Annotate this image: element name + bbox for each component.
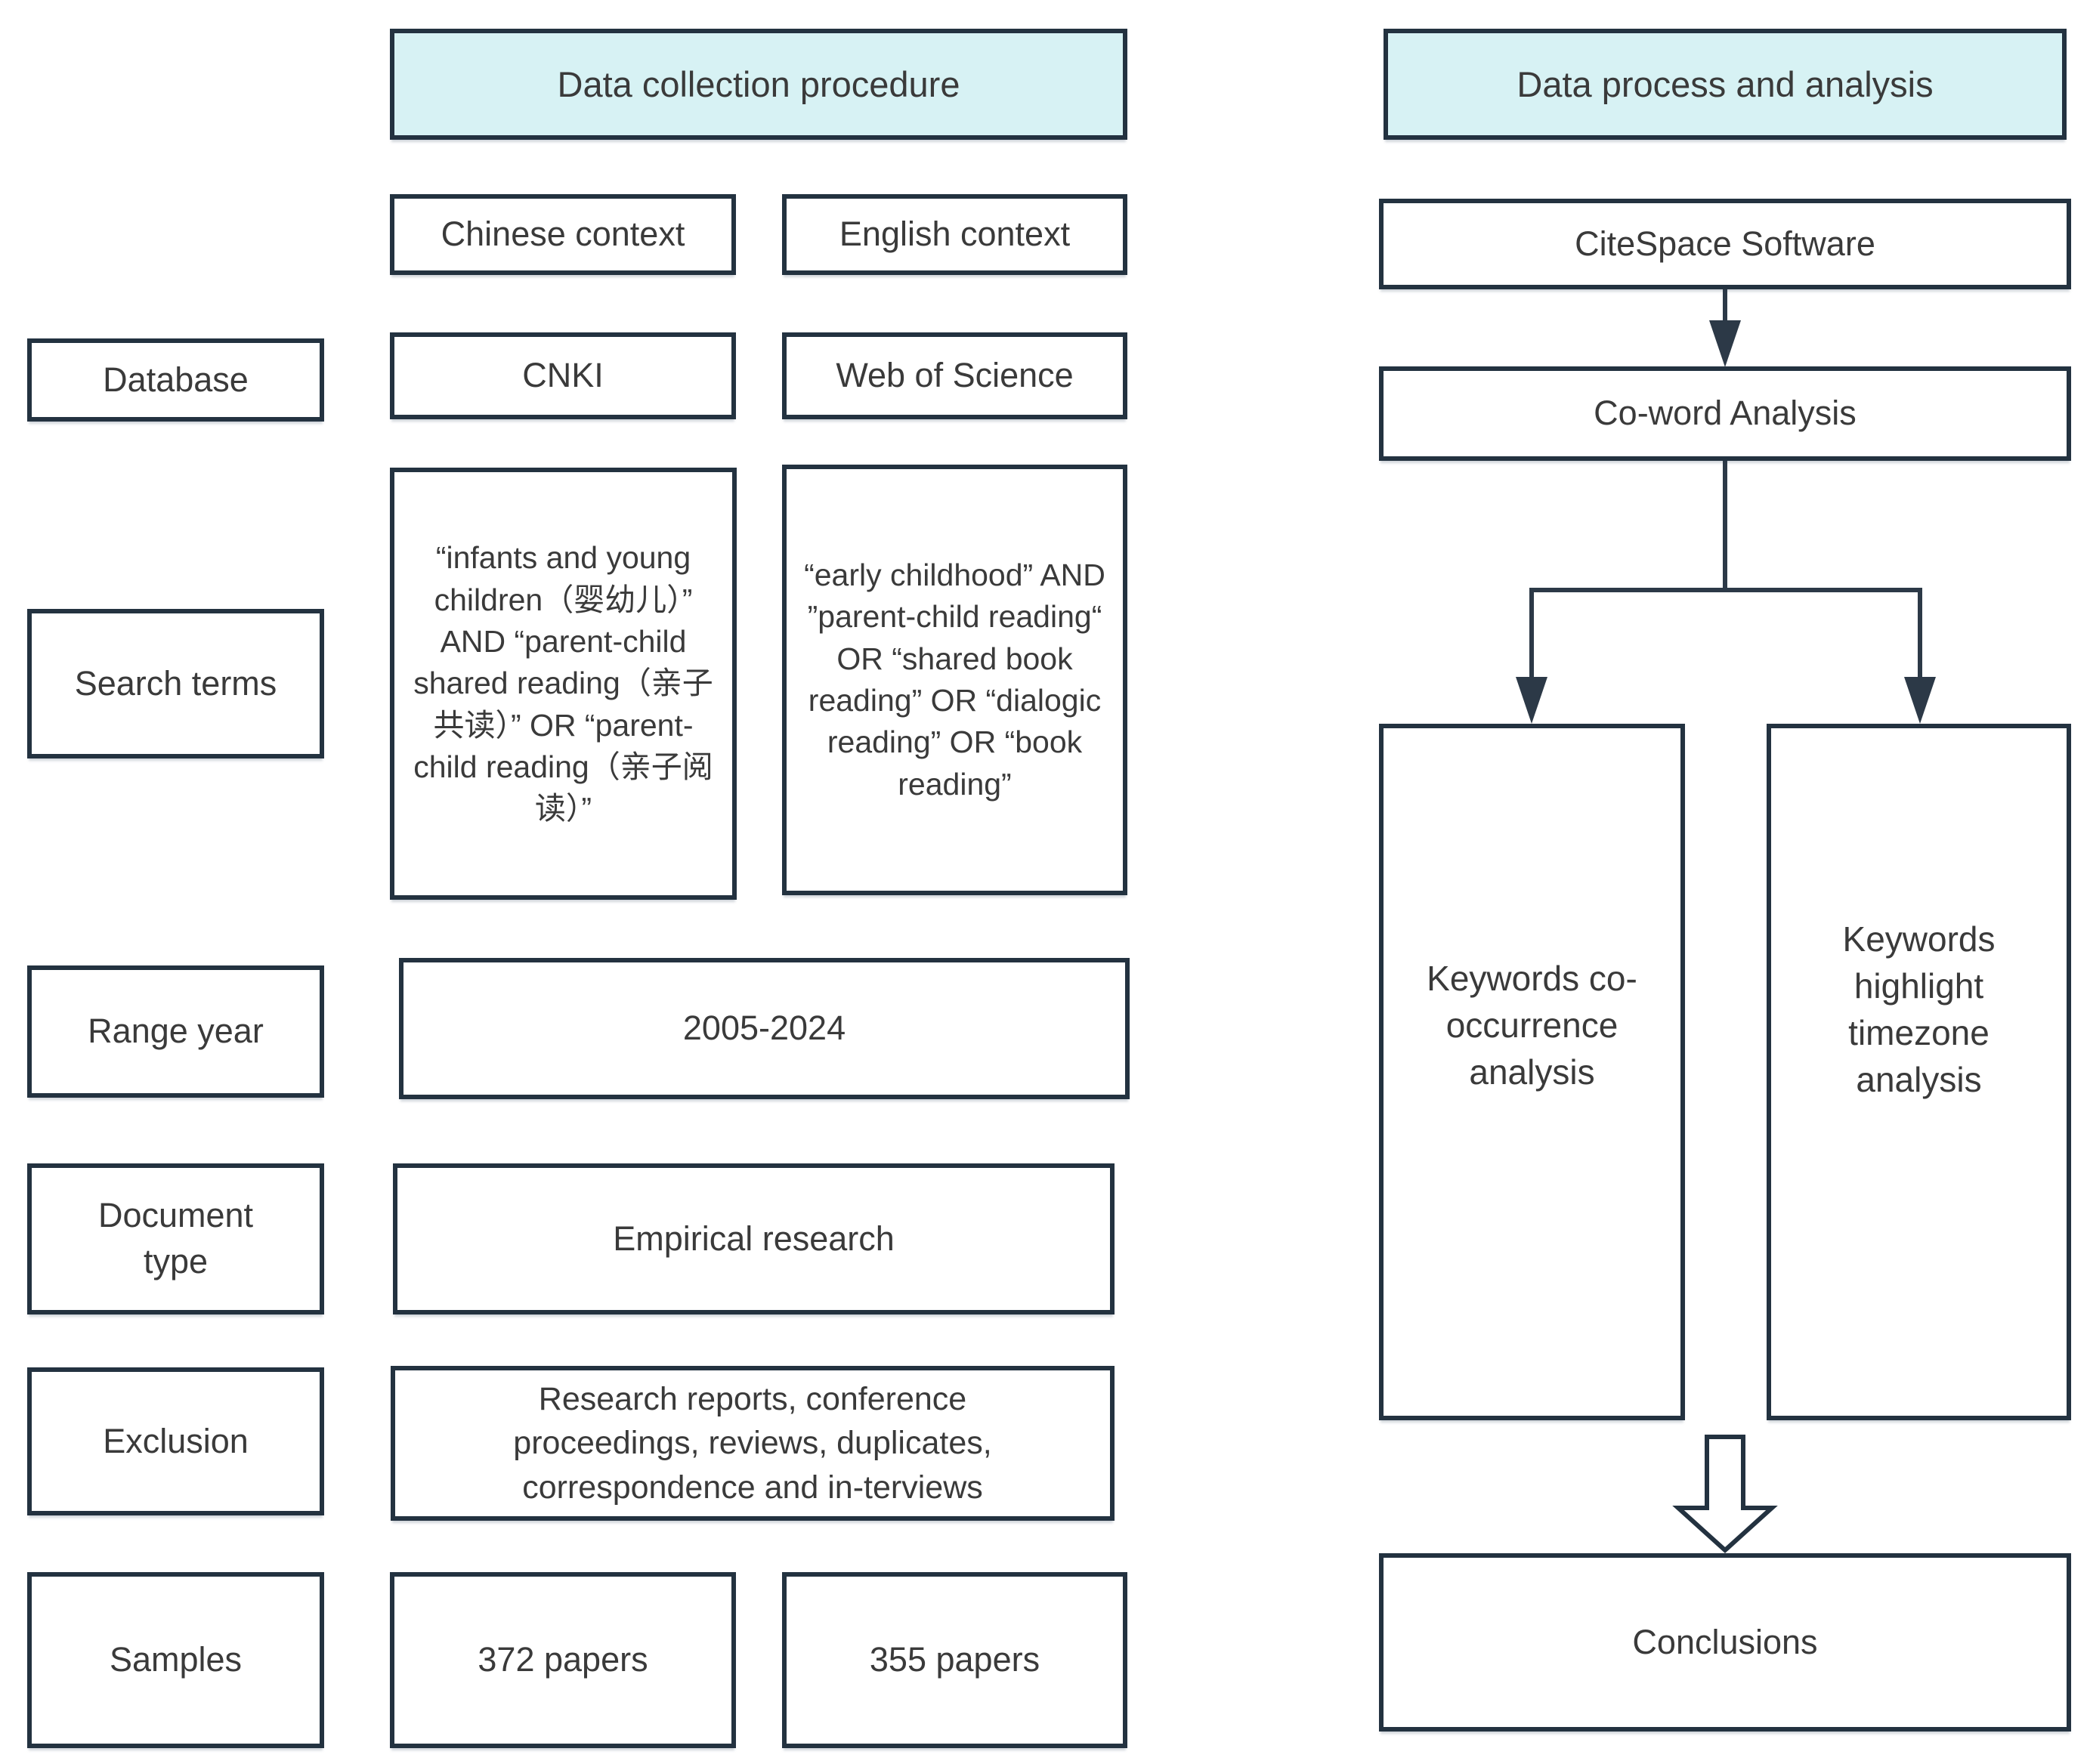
- connector-branch-horizontal: [1529, 588, 1922, 592]
- box-coword-analysis: Co-word Analysis: [1379, 366, 2071, 461]
- hollow-arrow-down-icon: [1672, 1435, 1778, 1554]
- arrowhead-down-left-icon: [1516, 677, 1547, 724]
- label-samples: Samples: [27, 1572, 324, 1748]
- connector-coword-stem: [1723, 461, 1727, 591]
- connector-citespace-coword: [1723, 289, 1727, 323]
- box-document-type-value: Empirical research: [393, 1163, 1115, 1315]
- box-search-terms-english: “early childhood” AND ”parent-child read…: [782, 465, 1127, 895]
- box-samples-english: 355 papers: [782, 1572, 1127, 1748]
- header-data-process: Data process and analysis: [1384, 29, 2067, 140]
- label-document-type: Document type: [27, 1163, 324, 1315]
- box-exclusion-value: Research reports, conference proceedings…: [391, 1366, 1115, 1521]
- exclusion-text: Research reports, conference proceedings…: [513, 1381, 992, 1506]
- box-range-year-value: 2005-2024: [399, 958, 1130, 1099]
- label-exclusion: Exclusion: [27, 1367, 324, 1515]
- box-web-of-science: Web of Science: [782, 332, 1127, 419]
- label-database: Database: [27, 338, 324, 422]
- arrowhead-down-icon: [1709, 320, 1741, 367]
- box-conclusions: Conclusions: [1379, 1553, 2071, 1732]
- label-range-year: Range year: [27, 965, 324, 1098]
- connector-branch-left: [1529, 588, 1534, 680]
- box-keywords-timezone: Keywords highlight timezone analysis: [1767, 724, 2071, 1420]
- arrowhead-down-right-icon: [1904, 677, 1936, 724]
- label-search-terms: Search terms: [27, 609, 324, 758]
- box-keywords-cooccurrence: Keywords co-occurrence analysis: [1379, 724, 1685, 1420]
- box-english-context: English context: [782, 194, 1127, 275]
- box-search-terms-chinese: “infants and young children（婴幼儿）” AND “p…: [390, 468, 737, 900]
- box-chinese-context: Chinese context: [390, 194, 736, 275]
- box-samples-chinese: 372 papers: [390, 1572, 736, 1748]
- header-data-collection: Data collection procedure: [390, 29, 1127, 140]
- connector-branch-right: [1918, 588, 1922, 680]
- box-citespace-software: CiteSpace Software: [1379, 199, 2071, 289]
- box-cnki: CNKI: [390, 332, 736, 419]
